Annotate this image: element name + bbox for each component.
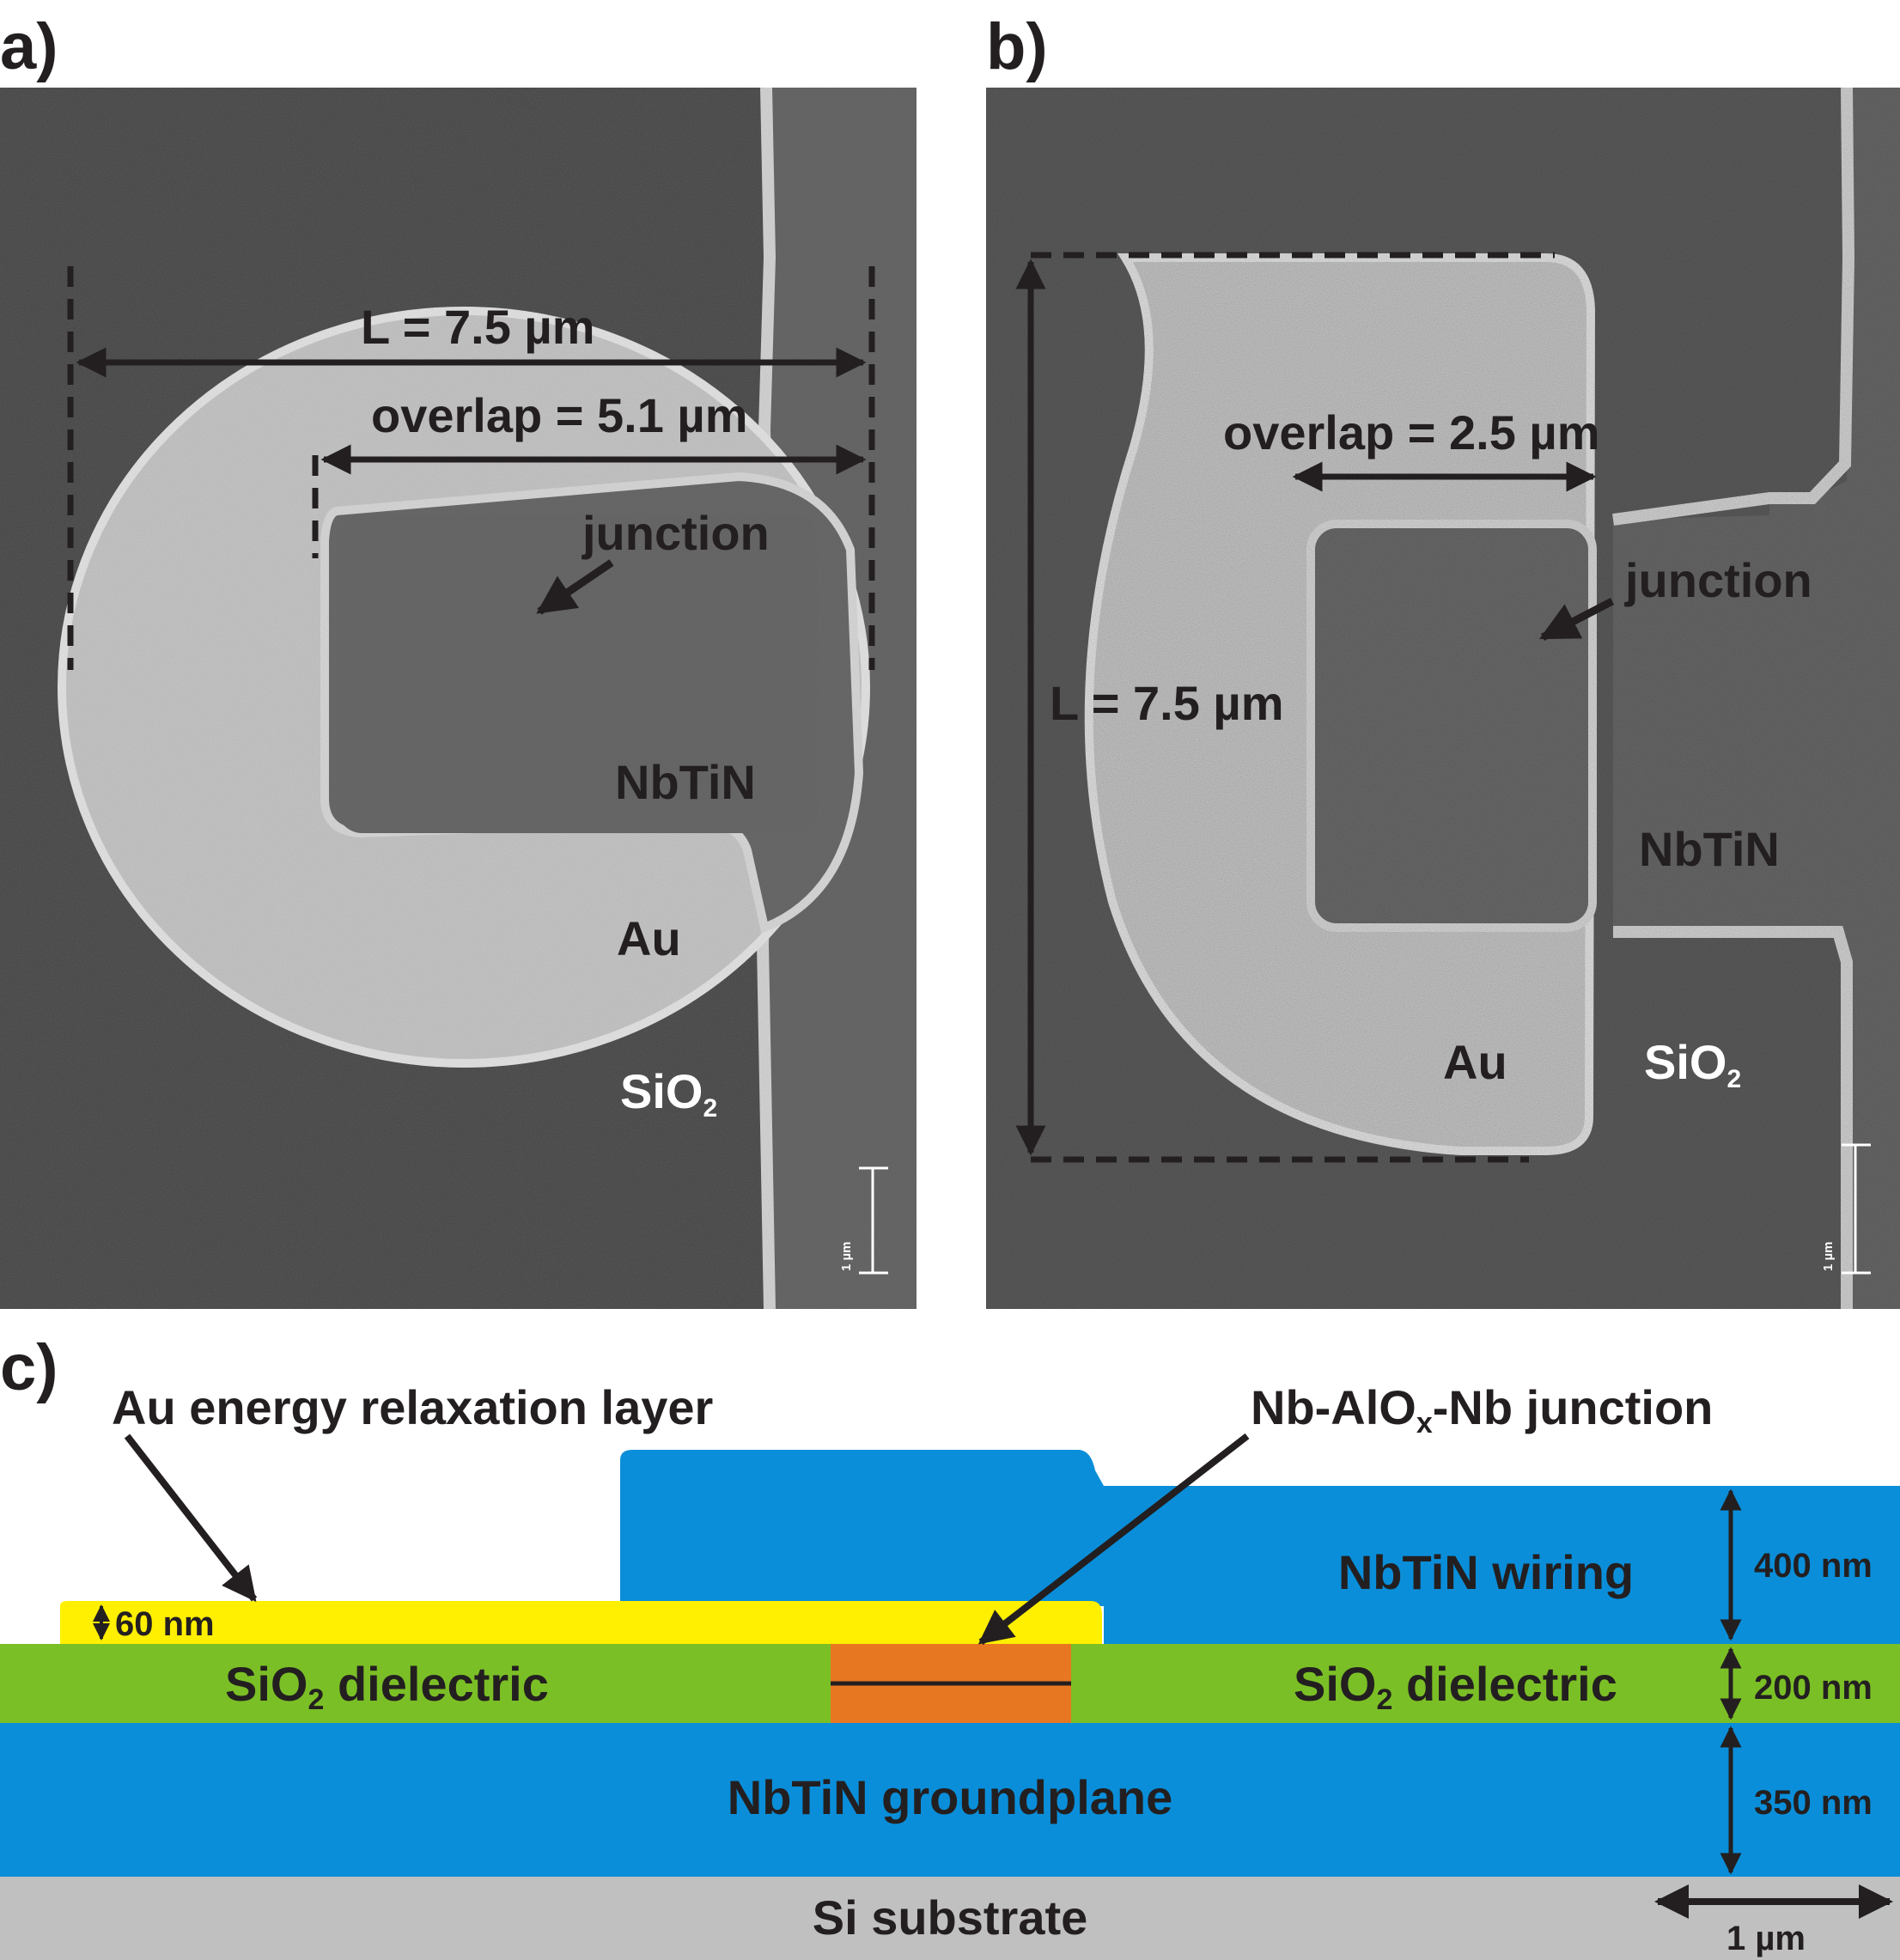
junction-arrow: [536, 559, 614, 615]
groundplane-label: NbTiN groundplane: [728, 1770, 1173, 1824]
junction-label: junction: [1624, 553, 1812, 607]
sio2-right-label: SiO2 dielectric: [1294, 1657, 1617, 1716]
wiring-label: NbTiN wiring: [1338, 1545, 1634, 1599]
groundplane-thickness-label: 350 nm: [1754, 1784, 1873, 1822]
au-thickness-label: 60 nm: [115, 1605, 215, 1643]
sio2-left-label: SiO2 dielectric: [225, 1657, 549, 1716]
nbtin-label: NbTiN: [1639, 822, 1780, 876]
sio2-label: SiO2: [620, 1064, 717, 1123]
junction-callout: Nb-AlOx-Nb junction: [1251, 1380, 1713, 1440]
au-label: Au: [1443, 1035, 1507, 1089]
wiring-thickness-label: 400 nm: [1754, 1547, 1873, 1585]
length-label: L = 7.5 µm: [1050, 676, 1283, 730]
length-label: L = 7.5 µm: [361, 300, 594, 354]
scale-label: 1 µm: [1821, 1242, 1836, 1272]
panel-b-letter: b): [986, 10, 1048, 83]
panel-a: a) L = 7.5 µm overlap = 5.1 µm: [0, 10, 917, 1309]
panel-a-letter: a): [0, 10, 58, 83]
si-substrate-label: Si substrate: [813, 1890, 1088, 1945]
scale-bar: 1 µm: [839, 1166, 888, 1275]
overlap-label: overlap = 5.1 µm: [371, 388, 747, 442]
panel-a-sem-image: L = 7.5 µm overlap = 5.1 µm junction NbT…: [0, 88, 917, 1309]
si-substrate-layer: [0, 1877, 1900, 1960]
scale-bar: 1 µm: [1821, 1143, 1871, 1275]
panel-c-letter: c): [0, 1331, 58, 1404]
nbtin-label: NbTiN: [615, 755, 756, 809]
sio2-label: SiO2: [1644, 1035, 1741, 1093]
panel-b-sem-image: L = 7.5 µm overlap = 2.5 µm junction NbT…: [986, 88, 1900, 1309]
au-layer: [60, 1601, 1102, 1644]
scale-label: 1 µm: [839, 1242, 854, 1272]
junction-callout-arrow: [977, 1433, 1250, 1646]
dielectric-thickness-label: 200 nm: [1754, 1669, 1873, 1707]
nbtin-wiring-layer: [620, 1450, 1900, 1644]
dashed-guide-box: [1031, 252, 1555, 1163]
panel-b: b) L = 7.5 µm overlap = 2.5 µm junction …: [986, 10, 1900, 1309]
overlap-label: overlap = 2.5 µm: [1223, 405, 1599, 460]
horizontal-scale-label: 1 µm: [1726, 1920, 1806, 1957]
au-layer-callout: Au energy relaxation layer: [112, 1380, 713, 1434]
au-label: Au: [617, 911, 681, 965]
panel-c-cross-section: c) Si substrate NbTiN groundplane SiO2 d…: [0, 1331, 1900, 1960]
junction-label: junction: [582, 506, 770, 560]
junction-arrow: [1539, 598, 1615, 641]
nbtin-groundplane-layer: [0, 1723, 1900, 1877]
au-layer-callout-arrow: [124, 1433, 258, 1603]
